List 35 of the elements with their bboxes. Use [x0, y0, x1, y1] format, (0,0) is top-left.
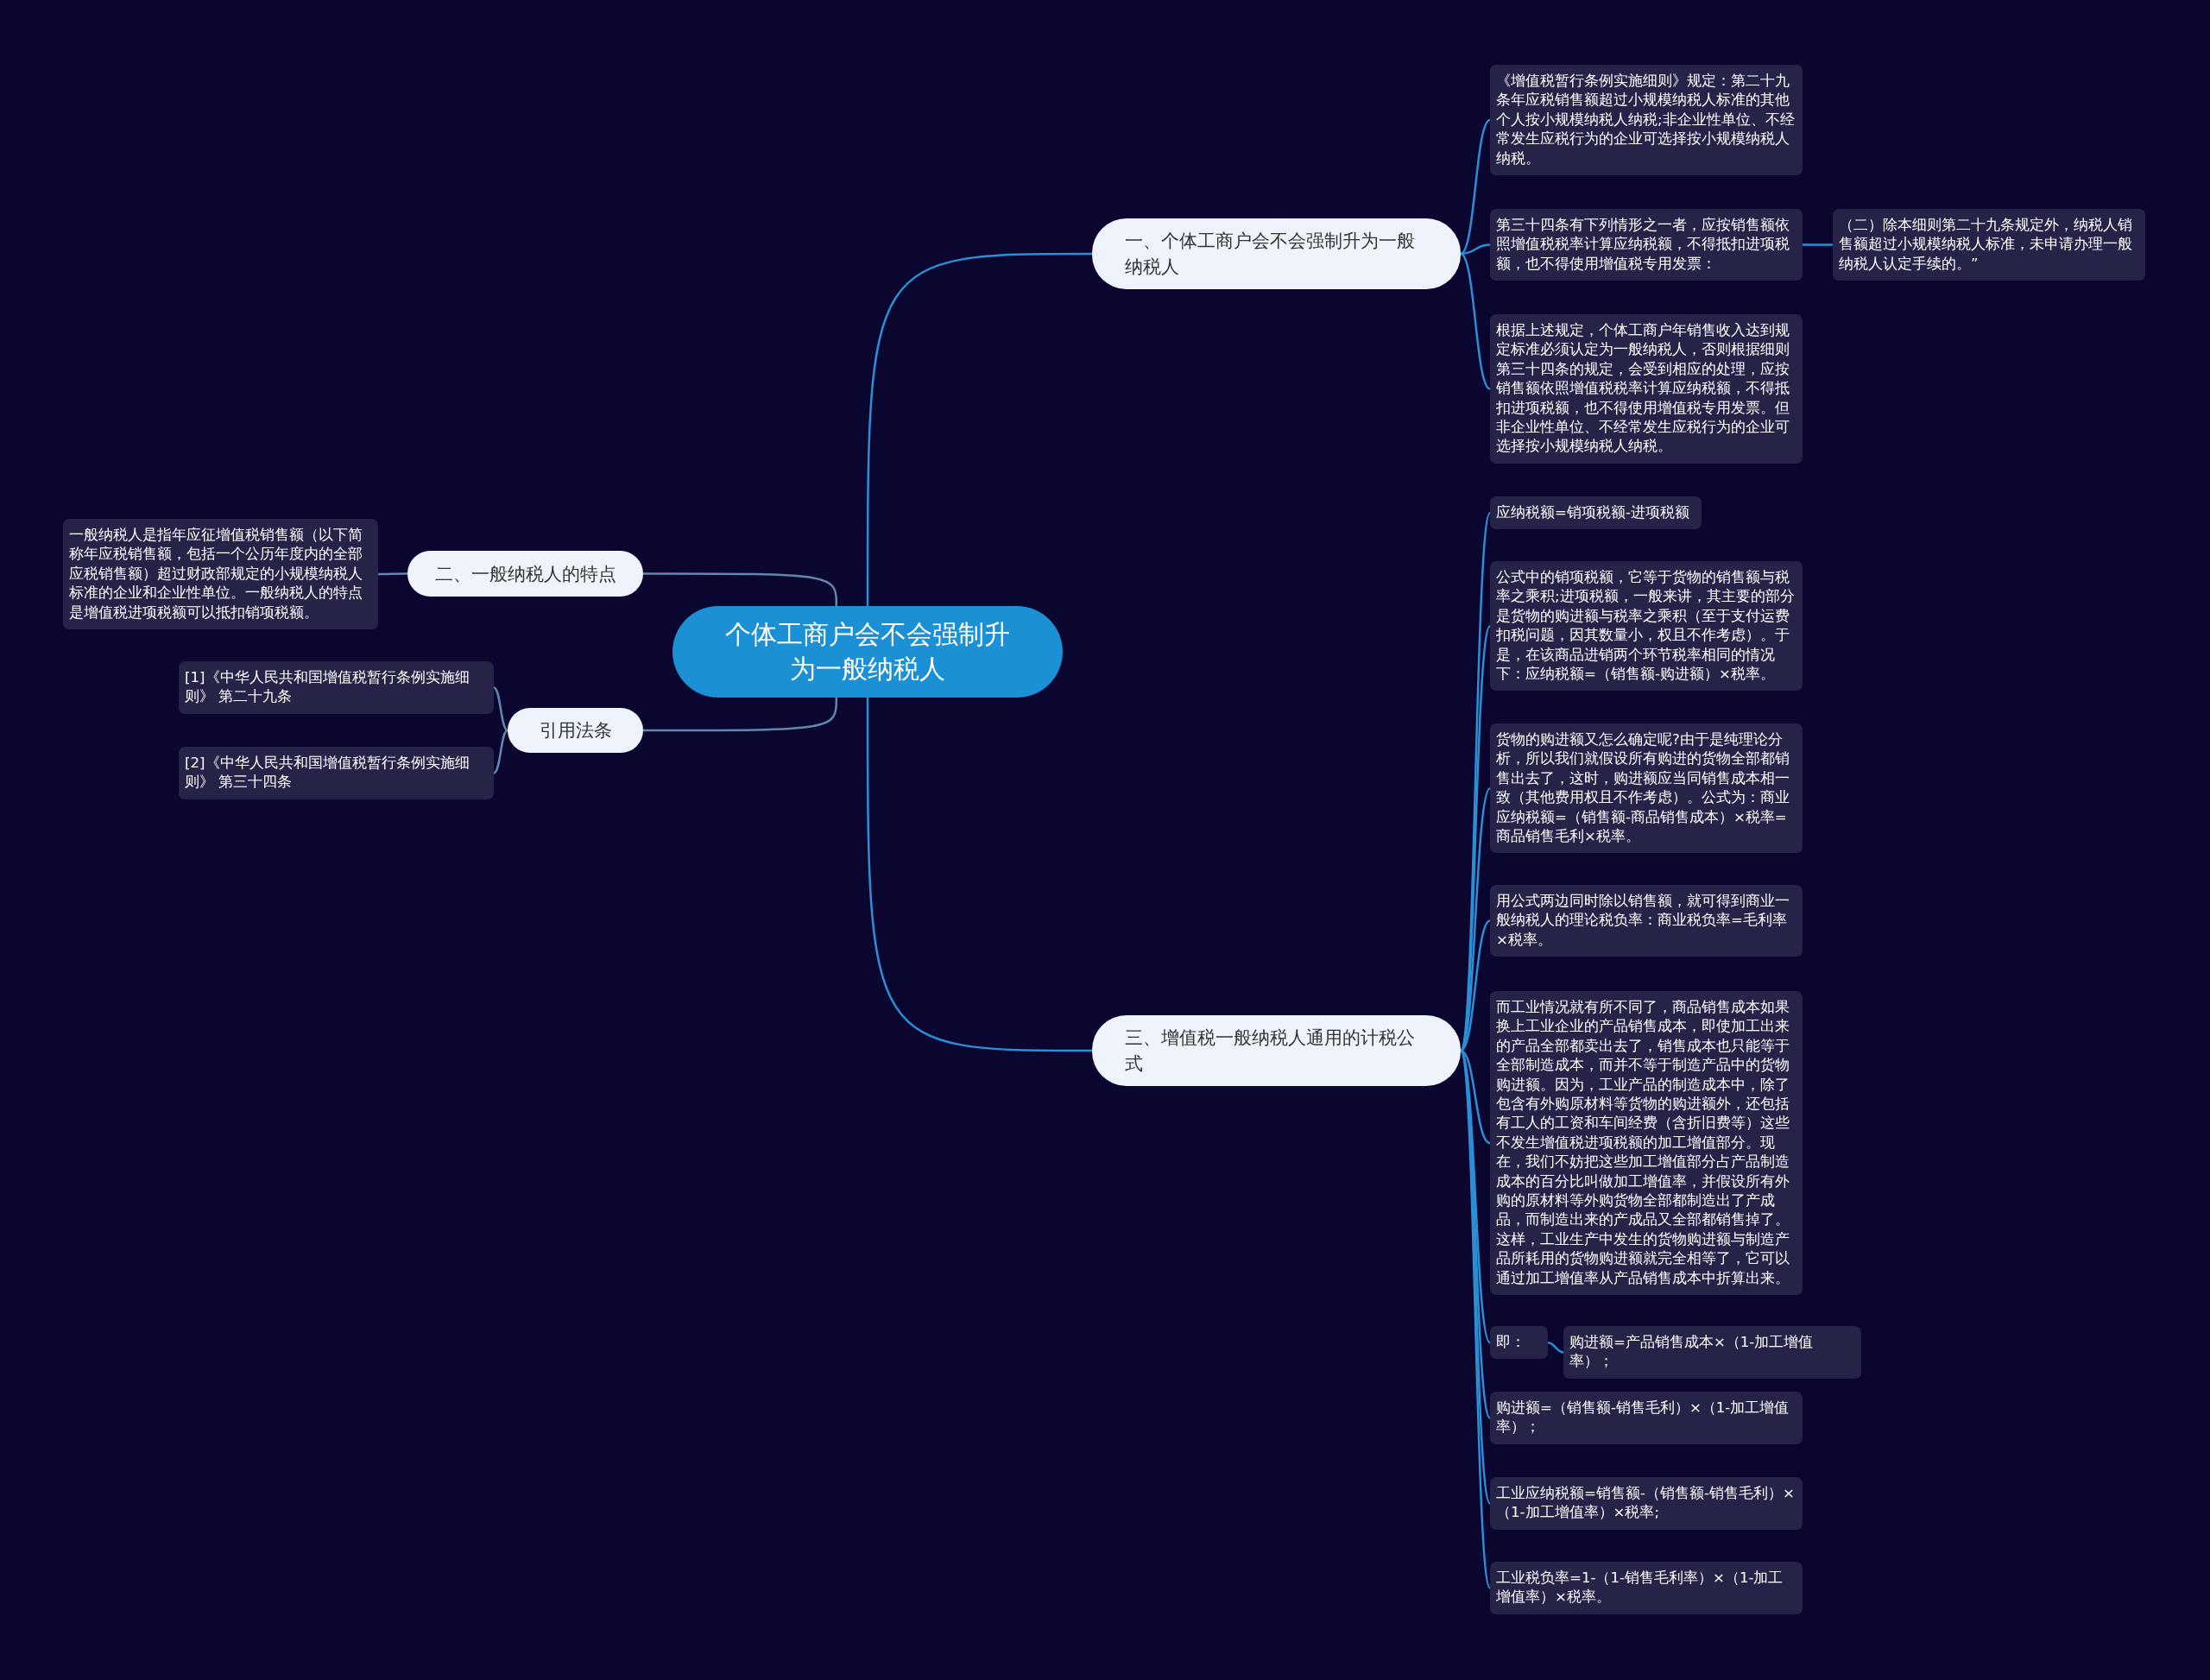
connector: [378, 572, 407, 576]
note-card: 公式中的销项税额，它等于货物的销售额与税率之乘积;进项税额，一般来讲，其主要的部分是货物的购进额与税率之乘积（至于支付运费扣税问题，因其数量小，权且不作考虑）。于是，在该商品进销两个环节税率相同的情况下：应纳税额=（销售额-购进额）×税率。: [1490, 561, 1803, 692]
connector: [1547, 1341, 1564, 1354]
note-card: 《增值税暂行条例实施细则》规定：第二十九条年应税销售额超过小规模纳税人标准的其他个人按小规模纳税人纳税;非企业性单位、不经常发生应税行为的企业可选择按小规模纳税人纳税。: [1490, 65, 1803, 176]
connector: [1460, 253, 1491, 390]
note-card: [2]《中华人民共和国增值税暂行条例实施细则》 第三十四条: [179, 747, 494, 799]
note-card: 根据上述规定，个体工商户年销售收入达到规定标准必须认定为一般纳税人，否则根据细则第三十四条的规定，会受到相应的处理，应按销售额依照增值税税率计算应纳税额，不得抵扣进项税额，也不得使用增值税专用发票。但非企业性单位、不经常发生应税行为的企业可选择按小规模纳税人纳税。: [1490, 314, 1803, 464]
connector: [493, 686, 508, 731]
note-card: 即：: [1490, 1326, 1548, 1360]
topic-pill: 二、一般纳税人的特点: [407, 551, 643, 597]
note-card: 应纳税额=销项税额-进项税额: [1490, 496, 1702, 530]
note-card: 第三十四条有下列情形之一者，应按销售额依照增值税税率计算应纳税额，不得抵扣进项税额，也不得使用增值税专用发票：: [1490, 209, 1803, 281]
connector: [1460, 919, 1491, 1052]
connector: [866, 252, 1092, 606]
note-card: （二）除本细则第二十九条规定外，纳税人销售额超过小规模纳税人标准，未申请办理一般纳税人认定手续的。”: [1833, 209, 2145, 281]
note-card: 工业税负率=1-（1-销售毛利率）×（1-加工增值率）×税率。: [1490, 1562, 1803, 1614]
note-card: 工业应纳税额=销售额-（销售额-销售毛利）×（1-加工增值率）×税率;: [1490, 1477, 1803, 1530]
connector: [493, 729, 508, 774]
note-card: 购进额=（销售额-销售毛利）×（1-加工增值率）；: [1490, 1392, 1803, 1444]
connector: [1803, 243, 1833, 246]
note-card: 用公式两边同时除以销售额，就可得到商业一般纳税人的理论税负率：商业税负率=毛利率×税率。: [1490, 885, 1803, 957]
central-topic: 个体工商户会不会强制升为一般纳税人: [672, 606, 1063, 698]
note-card: 而工业情况就有所不同了，商品销售成本如果换上工业企业的产品销售成本，即使加工出来的产品全部都卖出去了，销售成本也只能等于全部制造成本，而并不等于制造产品中的货物购进额。因为，工业产品的制造成本中，除了包含有外购原材料等货物的购进额外，还包括有工人的工资和车间经费（含折旧费等）这些不发生增值税进项税额的加工增值部分。现在，我们不妨把这些加工增值部分占产品制造成本的百分比叫做加工增值率，并假设所有外购的原材料等外购货物全部都制造出了产成品，而制造出来的产成品又全部都销售掉了。这样，工业生产中发生的货物购进额与制造产品所耗用的货物购进额就完全相等了，它可以通过加工增值率从产品销售成本中折算出来。: [1490, 991, 1803, 1296]
connector: [643, 572, 838, 607]
connector: [866, 698, 1092, 1052]
note-card: 一般纳税人是指年应征增值税销售额（以下简称年应税销售额，包括一个公历年度内的全部应税销售额）超过财政部规定的小规模纳税人标准的企业和企业性单位。一般纳税人的特点是增值税进项税额可以抵扣销项税额。: [63, 519, 378, 630]
topic-pill: 引用法条: [508, 708, 643, 753]
connector: [1460, 119, 1491, 255]
note-card: [1]《中华人民共和国增值税暂行条例实施细则》 第二十九条: [179, 661, 494, 714]
topic-pill: 一、个体工商户会不会强制升为一般纳税人: [1092, 218, 1461, 289]
connector: [643, 698, 838, 732]
connector: [1460, 1049, 1491, 1145]
topic-pill: 三、增值税一般纳税人通用的计税公式: [1092, 1015, 1461, 1086]
note-card: 购进额=产品销售成本×（1-加工增值率）；: [1563, 1326, 1861, 1379]
note-card: 货物的购进额又怎么确定呢?由于是纯理论分析，所以我们就假设所有购进的货物全部都销售出去了，这时，购进额应当同销售成本相一致（其他费用权且不作考虑）。公式为：商业应纳税额=（销售额-商品销售成本）×税率=商品销售毛利×税率。: [1490, 723, 1803, 854]
